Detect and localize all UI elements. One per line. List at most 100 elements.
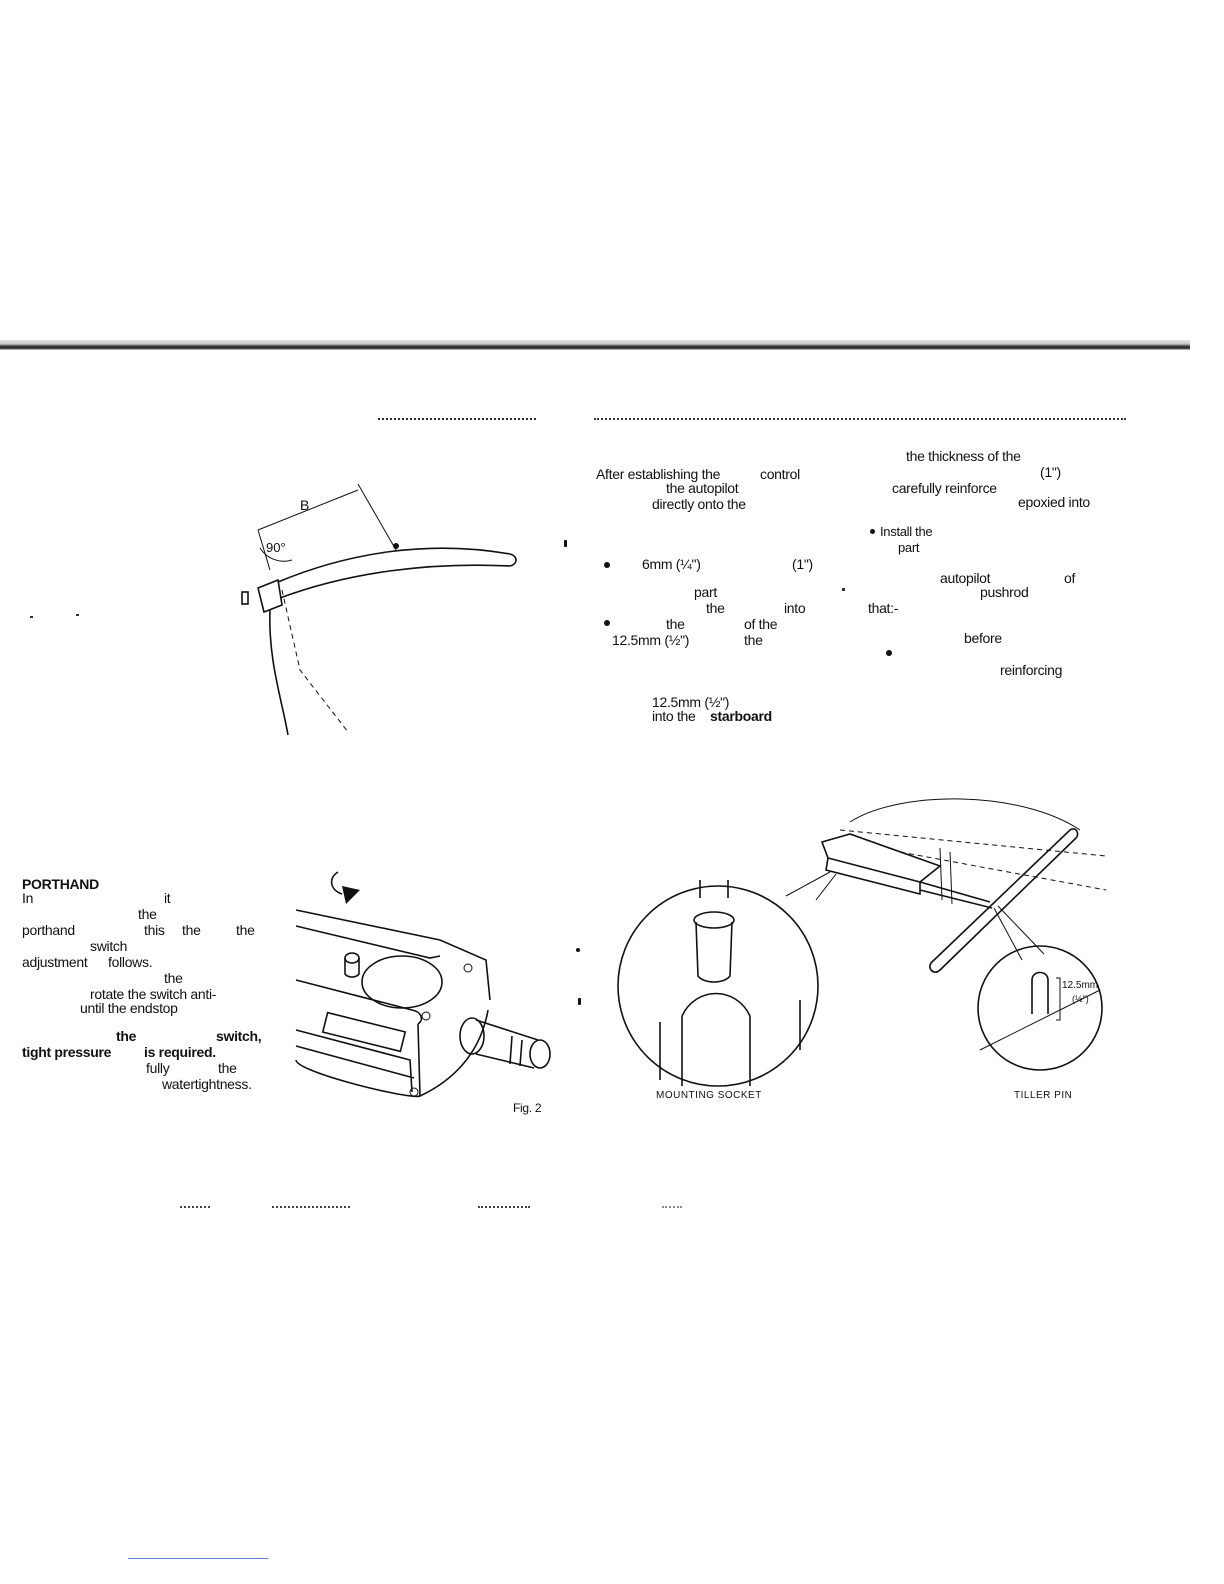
case-top-edge — [295, 909, 491, 1001]
text-fragment: of the — [744, 616, 778, 632]
case-bottom-inner — [295, 1045, 415, 1079]
screw-icon — [409, 1087, 419, 1097]
text-fragment: porthand — [22, 922, 75, 938]
callout-pin-line — [993, 907, 1023, 961]
angle-arc — [259, 547, 293, 562]
scan-artifact — [478, 1206, 530, 1208]
text-fragment: autopilot — [940, 570, 991, 586]
bullet-icon — [870, 529, 875, 534]
dial-icon — [361, 955, 443, 1009]
pushrod-ring — [509, 1035, 523, 1067]
pushrod-shaft — [475, 1019, 539, 1069]
text-fragment: the — [138, 906, 157, 922]
scan-speck — [76, 614, 79, 616]
tiller-arm — [929, 828, 1079, 973]
text-fragment: of — [1064, 570, 1076, 586]
text-fragment: rotate the switch anti- — [90, 986, 217, 1002]
autopilot-unit — [820, 833, 942, 883]
scan-artifact — [272, 1206, 350, 1208]
figure-caption: Fig. 2 — [513, 1101, 542, 1115]
pin-stub — [699, 880, 729, 898]
callout-socket-line — [815, 873, 837, 901]
text-fragment: part — [898, 540, 920, 555]
text-fragment: starboard — [710, 708, 772, 724]
cockpit-outline — [849, 798, 1081, 831]
rudder-stock-line — [269, 609, 289, 736]
text-fragment: before — [964, 630, 1002, 646]
autopilot-unit-side — [825, 857, 921, 896]
knob-top — [344, 952, 360, 964]
text-fragment: switch, — [216, 1028, 262, 1044]
text-fragment: this — [144, 922, 165, 938]
text-fragment: 12.5mm (½") — [612, 632, 690, 648]
bullet-icon — [886, 650, 892, 656]
scan-mark — [578, 998, 581, 1005]
bottom-rule — [128, 1558, 268, 1559]
callout-socket-line — [785, 871, 831, 897]
control-unit-diagram — [295, 871, 551, 1098]
text-fragment: reinforcing — [1000, 662, 1063, 678]
case-top-inner — [295, 925, 441, 959]
scan-speck — [842, 588, 845, 591]
mounting-diagram: 12.5mm (½") — [617, 798, 1107, 1087]
text-fragment: the — [218, 1060, 237, 1076]
case-face-edge — [295, 979, 423, 1025]
rudder-fitting — [241, 591, 249, 605]
text-fragment: pushrod — [980, 584, 1029, 600]
tiller-surface-line — [979, 989, 1101, 1051]
pin-dimension-imperial: (½") — [1072, 994, 1089, 1004]
angle-label: 90° — [266, 540, 286, 555]
deck-section — [659, 1000, 801, 1086]
pushrod-collar — [459, 1017, 485, 1055]
display-window — [321, 1011, 407, 1053]
text-fragment: the — [116, 1028, 137, 1044]
pushrod — [919, 881, 993, 909]
text-fragment: watertightness. — [162, 1076, 252, 1092]
rotate-arrow-head — [342, 886, 360, 904]
socket-hole — [681, 992, 751, 1017]
text-fragment: it — [164, 890, 171, 906]
text-fragment: the — [744, 632, 763, 648]
pushrod-end — [529, 1039, 551, 1069]
tiller-bottom-edge — [279, 564, 511, 599]
tiller-angle-diagram: B 90° — [241, 483, 517, 736]
text-fragment: fully — [146, 1060, 170, 1076]
text-fragment: the — [236, 922, 255, 938]
text-fragment: the — [666, 616, 685, 632]
tiller-top-edge — [277, 547, 511, 583]
scan-artifact — [662, 1206, 682, 1208]
cockpit-edge-dashed — [839, 829, 1107, 891]
text-fragment: the autopilot — [666, 480, 739, 496]
bullet-icon — [604, 620, 610, 626]
scan-speck — [30, 616, 33, 618]
text-fragment: epoxied into — [1018, 494, 1090, 510]
section-heading: PORTHAND — [22, 876, 99, 892]
text-fragment: directly onto the — [652, 496, 746, 512]
text-fragment: tight pressure — [22, 1044, 112, 1060]
text-fragment: that:- — [868, 600, 899, 616]
text-fragment: carefully reinforce — [892, 480, 997, 496]
text-fragment: switch — [90, 938, 128, 954]
top-rule — [0, 340, 1190, 350]
pin-dimension: 12.5mm — [1062, 980, 1098, 991]
pin-detail-circle — [977, 945, 1103, 1071]
tiller-end — [509, 553, 517, 567]
text-fragment: the thickness of the — [906, 448, 1021, 464]
tiller-pin — [1031, 971, 1049, 1014]
scan-mark — [564, 540, 567, 547]
text-fragment: 6mm (¼") — [642, 556, 701, 572]
text-fragment: the — [164, 970, 183, 986]
rudder-head — [257, 578, 283, 614]
text-fragment: (1") — [1040, 464, 1061, 480]
knob-body — [344, 958, 360, 978]
text-fragment: (1") — [792, 556, 813, 572]
pin-label: TILLER PIN — [1014, 1090, 1073, 1101]
scan-mark — [576, 948, 580, 952]
centerline-dashed — [281, 589, 349, 733]
bullet-icon — [604, 562, 610, 568]
screw-icon — [463, 963, 473, 973]
text-fragment: follows. — [108, 954, 153, 970]
text-fragment: After establishing the — [596, 466, 721, 482]
case-side — [419, 1009, 489, 1097]
dimension-line-b — [257, 489, 359, 531]
